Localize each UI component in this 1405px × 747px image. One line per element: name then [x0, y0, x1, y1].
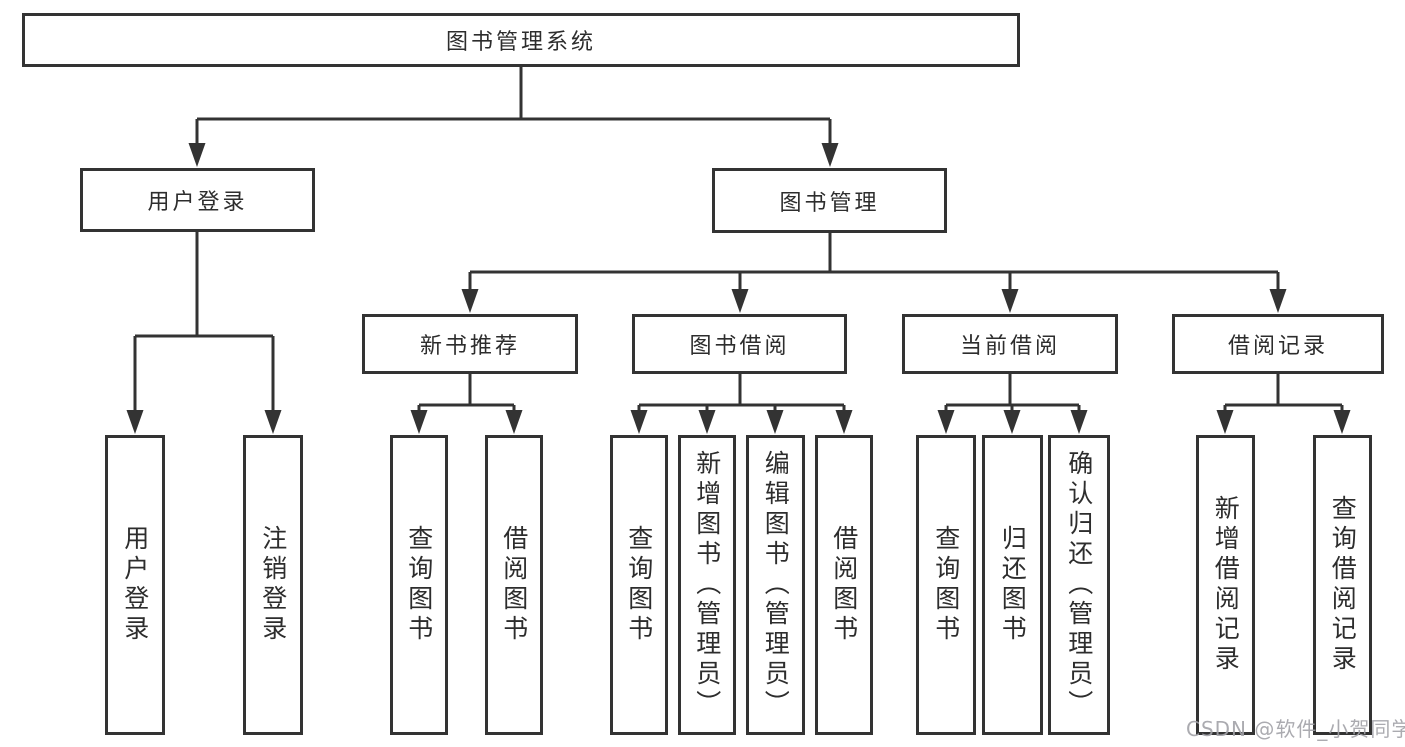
leaf-user-login: 用户登录: [105, 435, 165, 735]
leaf-borrow-books-label: 借阅图书: [829, 525, 859, 645]
connector-user-login-to-leaves: [126, 232, 282, 434]
connector-book-management-to-level3: [461, 233, 1287, 313]
connector-new-book-to-leaves: [410, 374, 523, 434]
node-current-borrow: 当前借阅: [902, 314, 1118, 374]
connector-root-to-level2: [188, 67, 839, 167]
leaf-query-borrow-record-label: 查询借阅记录: [1328, 495, 1358, 675]
leaf-logout: 注销登录: [243, 435, 303, 735]
leaf-query-books-recommend: 查询图书: [390, 435, 448, 735]
leaf-borrow-books: 借阅图书: [815, 435, 873, 735]
leaf-query-books-current: 查询图书: [916, 435, 976, 735]
connector-book-borrow-to-leaves: [630, 374, 853, 434]
leaf-add-book-admin: 新增图书（管理员）: [678, 435, 736, 735]
node-user-login: 用户登录: [80, 168, 315, 232]
node-book-borrow: 图书借阅: [632, 314, 847, 374]
connector-current-borrow-to-leaves: [937, 374, 1088, 434]
node-library-management-system: 图书管理系统: [22, 13, 1020, 67]
leaf-query-books-current-label: 查询图书: [931, 525, 961, 645]
leaf-borrow-books-recommend-label: 借阅图书: [499, 525, 529, 645]
leaf-edit-book-admin-label: 编辑图书（管理员）: [761, 450, 791, 720]
leaf-add-book-admin-label: 新增图书（管理员）: [692, 450, 722, 720]
leaf-confirm-return-admin-label: 确认归还（管理员）: [1064, 450, 1094, 720]
leaf-query-books-borrow-label: 查询图书: [624, 525, 654, 645]
leaf-query-books-recommend-label: 查询图书: [404, 525, 434, 645]
leaf-return-book: 归还图书: [982, 435, 1043, 735]
leaf-query-borrow-record: 查询借阅记录: [1313, 435, 1372, 735]
node-book-management: 图书管理: [712, 168, 947, 233]
csdn-watermark: CSDN @软件_小贺同学: [1186, 717, 1405, 741]
connector-borrow-records-to-leaves: [1216, 374, 1351, 434]
node-borrow-records: 借阅记录: [1172, 314, 1384, 374]
leaf-add-borrow-record-label: 新增借阅记录: [1211, 495, 1241, 675]
leaf-logout-label: 注销登录: [258, 525, 288, 645]
node-new-book-recommend: 新书推荐: [362, 314, 578, 374]
leaf-edit-book-admin: 编辑图书（管理员）: [746, 435, 805, 735]
leaf-borrow-books-recommend: 借阅图书: [485, 435, 543, 735]
leaf-user-login-label: 用户登录: [120, 525, 150, 645]
leaf-query-books-borrow: 查询图书: [610, 435, 668, 735]
leaf-add-borrow-record: 新增借阅记录: [1196, 435, 1255, 735]
leaf-confirm-return-admin: 确认归还（管理员）: [1048, 435, 1110, 735]
leaf-return-book-label: 归还图书: [998, 525, 1028, 645]
